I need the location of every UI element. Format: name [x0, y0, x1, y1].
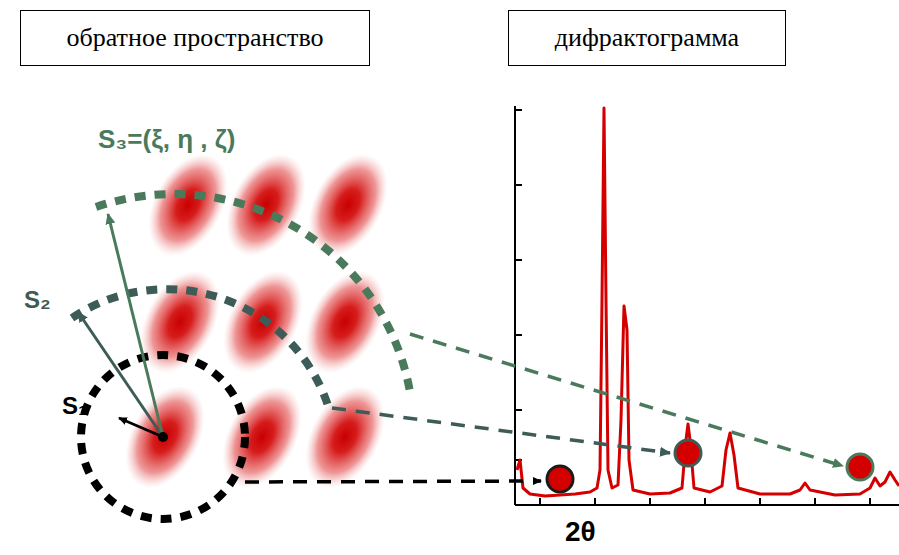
section-header: дифрактограмма: [508, 10, 786, 66]
header-text: дифрактограмма: [555, 23, 739, 53]
projection-arrow: [245, 481, 541, 482]
vector-label: S₂: [24, 286, 51, 314]
peak-marker: [675, 440, 701, 466]
projection-arrow: [410, 334, 843, 466]
header-text: обратное пространство: [67, 23, 324, 53]
section-header: обратное пространство: [20, 10, 370, 66]
chart-axes: [515, 106, 899, 505]
ewald-circle-2: [72, 289, 330, 412]
ewald-circle-1: [81, 355, 245, 519]
vector-label: S₃=(ξ, η , ζ): [98, 124, 235, 155]
peak-marker: [847, 454, 873, 480]
diffraction-curve: [517, 108, 899, 496]
projection-arrow: [332, 408, 670, 453]
vector-label: S₁: [62, 392, 88, 420]
lattice-spots: [109, 140, 404, 501]
peak-marker: [547, 466, 573, 492]
axis-label: 2θ: [565, 516, 596, 548]
scattering-vectors: [78, 214, 168, 442]
